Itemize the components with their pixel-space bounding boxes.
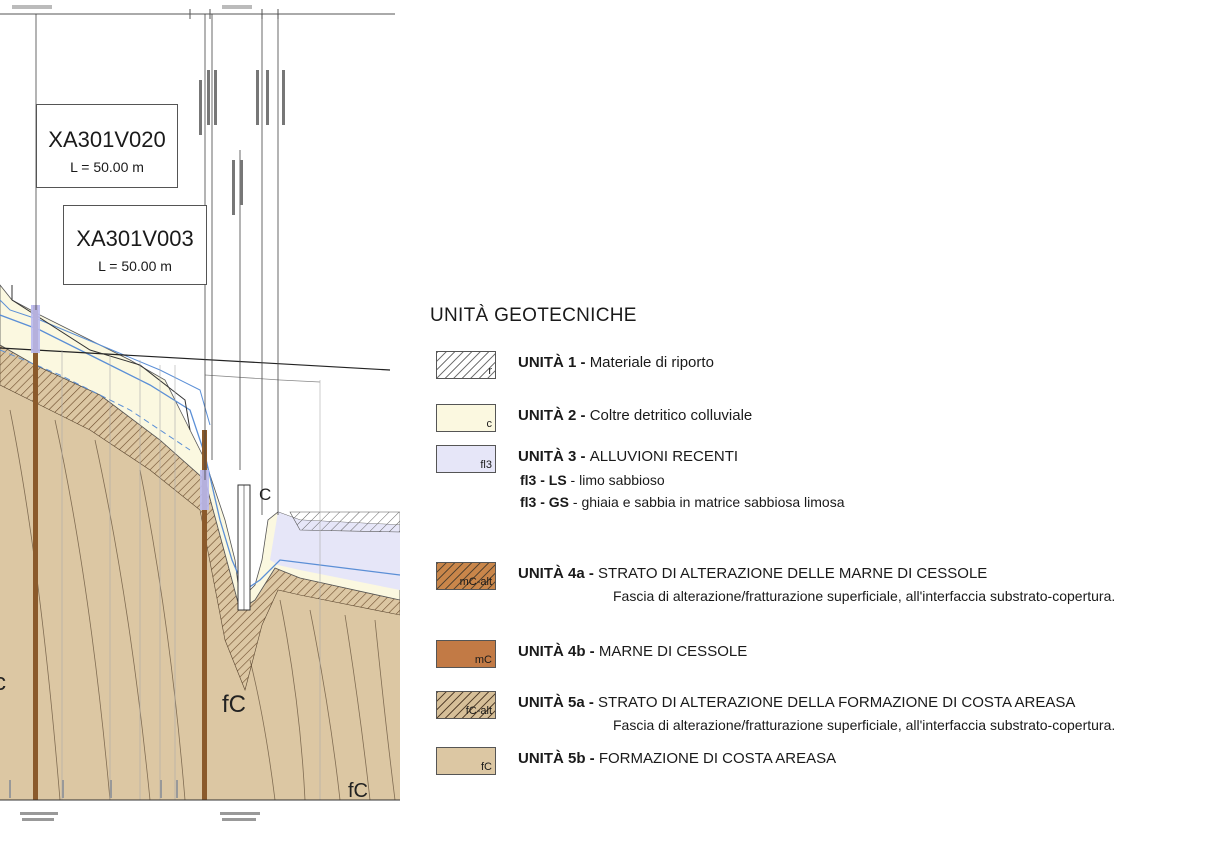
unit-name: MARNE DI CESSOLE <box>598 643 748 660</box>
subitem-text: - limo sabbioso <box>566 472 665 488</box>
vertical-annotations <box>199 70 285 215</box>
scale-label-left <box>12 5 52 9</box>
unit-separator: - <box>584 565 599 582</box>
borehole-label-xa301v020: XA301V020 L = 50.00 m <box>36 104 178 188</box>
formation-bedding-lines <box>9 409 396 801</box>
borehole-code: XA301V020 <box>48 127 166 152</box>
swatch-symbol: fC <box>481 761 492 773</box>
geological-section: C fC fC c XA301V020 L = 50.00 m XA301V00… <box>0 0 400 841</box>
unit-name: ALLUVIONI RECENTI <box>589 448 739 465</box>
legend-text: UNITÀ 4b - MARNE DI CESSOLE <box>518 640 747 664</box>
label-fc-center: fC <box>222 691 246 718</box>
water-line-upper <box>0 299 211 426</box>
label-c-top: C <box>259 485 271 504</box>
legend-swatch-u5b: fC <box>436 747 496 775</box>
unit-name: STRATO DI ALTERAZIONE DELLA FORMAZIONE D… <box>598 694 1076 711</box>
subitem-text: - ghiaia e sabbia in matrice sabbiosa li… <box>569 494 845 510</box>
legend-swatch-u4a: mC-alt <box>436 562 496 590</box>
borehole-label-xa301v003: XA301V003 L = 50.00 m <box>63 205 207 285</box>
legend-text: UNITÀ 5b - FORMAZIONE DI COSTA AREASA <box>518 747 836 771</box>
legend-text: UNITÀ 5a - STRATO DI ALTERAZIONE DELLA F… <box>518 691 1213 735</box>
legend-description: Fascia di alterazione/fratturazione supe… <box>613 717 1116 733</box>
water-table-line <box>0 314 400 591</box>
design-profile-line <box>0 347 391 371</box>
section-drawing: C fC fC c <box>0 5 400 821</box>
swatch-symbol: fl3 <box>480 459 492 471</box>
formation-fc-area <box>0 345 400 800</box>
unit-code: UNITÀ 1 <box>518 354 577 371</box>
unit-name: STRATO DI ALTERAZIONE DELLE MARNE DI CES… <box>598 565 988 582</box>
borehole-code: XA301V003 <box>76 226 194 251</box>
borehole-length: L = 50.00 m <box>70 159 144 175</box>
swatch-symbol: mC <box>474 654 492 666</box>
legend-swatch-u3: fl3 <box>436 445 496 473</box>
legend-text: UNITÀ 4a - STRATO DI ALTERAZIONE DELLE M… <box>518 562 1213 606</box>
legend-description: Fascia di alterazione/fratturazione supe… <box>613 588 1116 604</box>
label-c-left: c <box>0 669 6 696</box>
unit-separator: - <box>585 750 599 767</box>
unit-code: UNITÀ 2 <box>518 407 577 424</box>
unit-separator: - <box>584 694 599 711</box>
borehole-column-left <box>33 305 38 800</box>
unit-code: UNITÀ 4a <box>518 565 585 582</box>
unit-code: UNITÀ 5b <box>518 750 586 767</box>
borehole-length: L = 50.00 m <box>98 258 172 274</box>
legend-text: UNITÀ 3 - ALLUVIONI RECENTI fl3 - LS - li… <box>518 445 845 513</box>
subitem-code: fl3 - GS <box>520 494 570 510</box>
unit-code: UNITÀ 3 <box>518 448 577 465</box>
unit-name: Coltre detritico colluviale <box>589 407 753 424</box>
swatch-symbol: r <box>488 365 492 377</box>
unit-separator: - <box>576 448 590 465</box>
legend-text: UNITÀ 1 - Materiale di riporto <box>518 351 714 375</box>
unit-code: UNITÀ 5a <box>518 694 585 711</box>
legend-swatch-u4b: mC <box>436 640 496 668</box>
scale-label-right <box>222 5 252 9</box>
bottom-annotations <box>9 780 260 821</box>
subitem-code: fl3 - LS <box>520 472 567 488</box>
legend-text: UNITÀ 2 - Coltre detritico colluviale <box>518 404 752 428</box>
borehole-column-right <box>202 430 207 800</box>
legend-swatch-u2: c <box>436 404 496 432</box>
unit-separator: - <box>576 354 590 371</box>
unit-name: Materiale di riporto <box>589 354 714 371</box>
legend-title: UNITÀ GEOTECNICHE <box>430 305 637 326</box>
unit-separator: - <box>585 643 599 660</box>
label-fc-right: fC <box>348 780 368 802</box>
unit-code: UNITÀ 4b <box>518 643 586 660</box>
water-table-dashed <box>0 349 191 451</box>
legend-swatch-u5a: fC-alt <box>436 691 496 719</box>
swatch-symbol: mC-alt <box>459 576 492 588</box>
swatch-symbol: c <box>486 418 493 430</box>
legend-subitem: fl3 - GS - ghiaia e sabbia in matrice sa… <box>518 491 845 513</box>
swatch-symbol: fC-alt <box>465 705 492 717</box>
vertical-grid-lines <box>61 350 321 800</box>
legend-subitem: fl3 - LS - limo sabbioso <box>518 469 845 491</box>
unit-name: FORMAZIONE DI COSTA AREASA <box>598 750 837 767</box>
legend-swatch-u1: r <box>436 351 496 379</box>
fill-material <box>289 511 400 533</box>
unit-separator: - <box>576 407 590 424</box>
